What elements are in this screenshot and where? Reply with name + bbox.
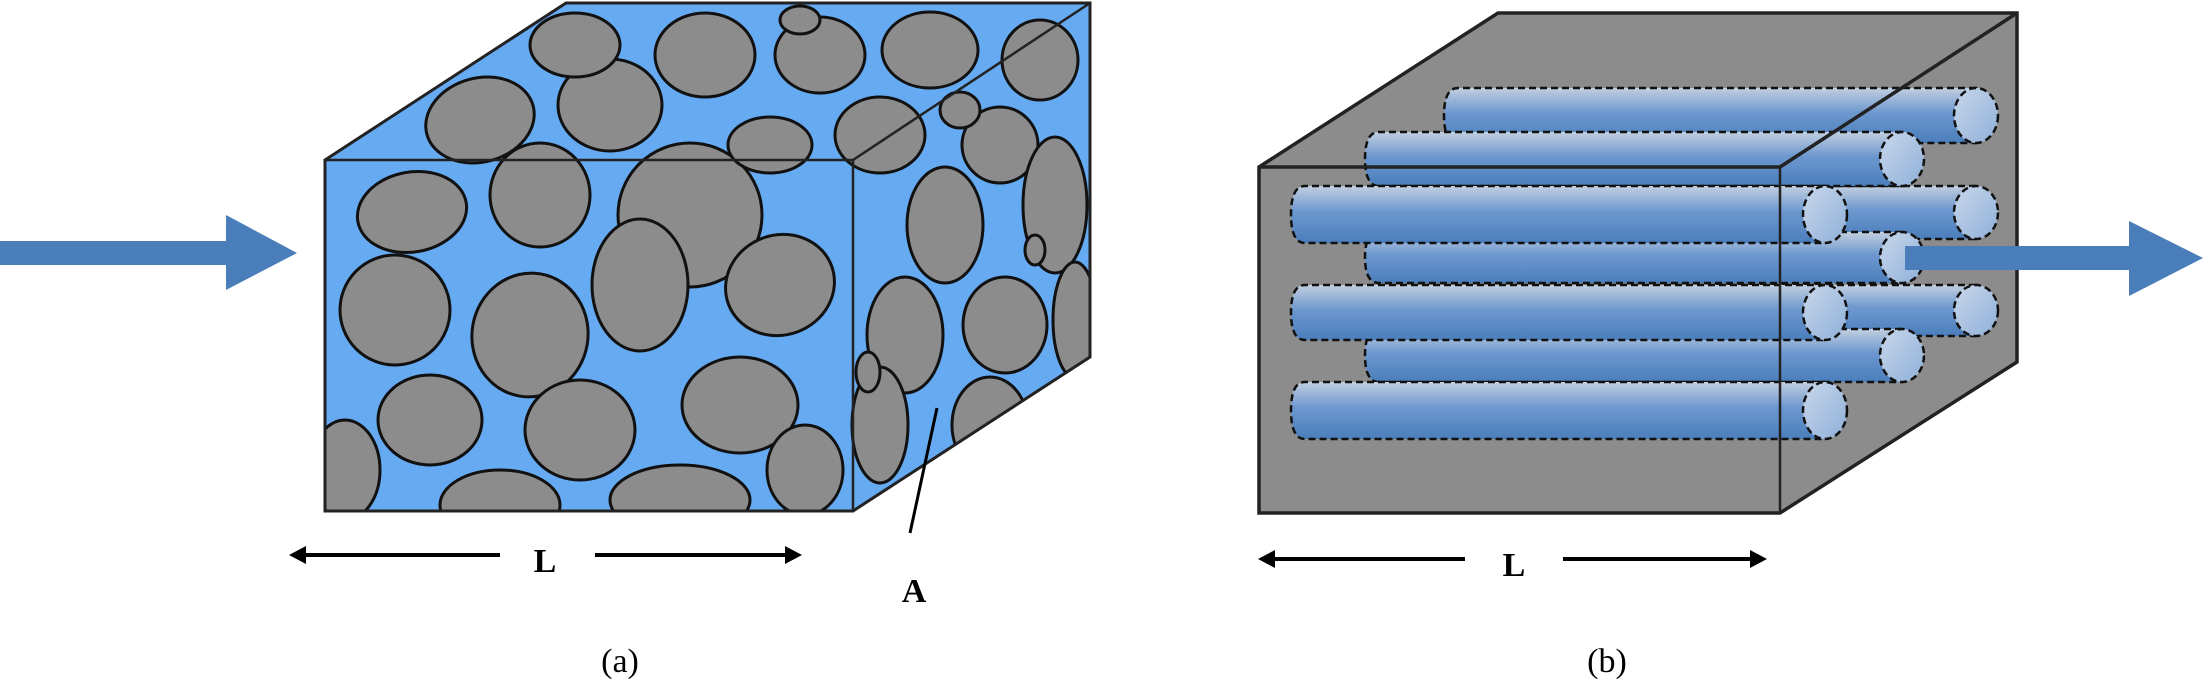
block-b-edges [1257, 11, 2019, 515]
grain [528, 11, 622, 79]
grain [905, 165, 985, 285]
capillary-tube [1363, 130, 1926, 188]
tube-end-cap [1801, 283, 1849, 342]
grain [338, 253, 452, 367]
block-edges [323, 1, 1092, 513]
grain [726, 115, 814, 175]
grain [765, 423, 845, 511]
grain [880, 10, 980, 90]
grain [865, 275, 945, 395]
tube-end-cap [1878, 327, 1926, 384]
tube-end-cap [1878, 130, 1926, 188]
tube-end-cap [1952, 184, 2000, 241]
grain [488, 141, 592, 249]
grain [938, 90, 982, 130]
grain [833, 95, 927, 175]
grain [1023, 233, 1047, 267]
grain [438, 468, 562, 511]
tube-end-cap [1952, 86, 2000, 145]
grain [680, 355, 800, 455]
grain [1000, 18, 1080, 102]
length-dimension-b: L [1258, 547, 1767, 584]
area-label: A [902, 573, 927, 610]
area-leader-line [908, 407, 939, 534]
grain [325, 418, 382, 511]
grain [590, 217, 690, 353]
grain-particles [325, 4, 1090, 511]
grain [950, 375, 1030, 475]
grain [376, 373, 484, 467]
outflow-arrow [1905, 221, 2203, 296]
grain [778, 4, 822, 36]
capillary-tube [1363, 230, 1926, 285]
grain [355, 169, 469, 255]
grain [724, 232, 836, 338]
grain [961, 275, 1049, 375]
capillary-tube [1289, 380, 1849, 441]
length-label-a: L [534, 543, 557, 580]
caption-b: (b) [1587, 643, 1627, 680]
grain [608, 463, 752, 511]
tube-end-cap [1801, 380, 1849, 441]
length-dimension-a: L [289, 543, 802, 580]
capillary-tube [1289, 184, 1849, 245]
panel-a: L A (a) [0, 1, 1092, 680]
inflow-arrow [0, 215, 297, 290]
grain [470, 271, 590, 399]
caption-a: (a) [601, 643, 639, 680]
length-label-b: L [1503, 547, 1526, 584]
grain [523, 378, 637, 482]
porous-block [325, 3, 1090, 511]
panel-b: L (b) [1257, 11, 2203, 680]
capillary-tube [1289, 283, 1849, 342]
grain [653, 11, 757, 99]
grain [854, 350, 882, 394]
tube-end-cap [1801, 184, 1849, 245]
tube-end-cap [1952, 283, 2000, 338]
capillary-tubes [1289, 86, 2000, 441]
